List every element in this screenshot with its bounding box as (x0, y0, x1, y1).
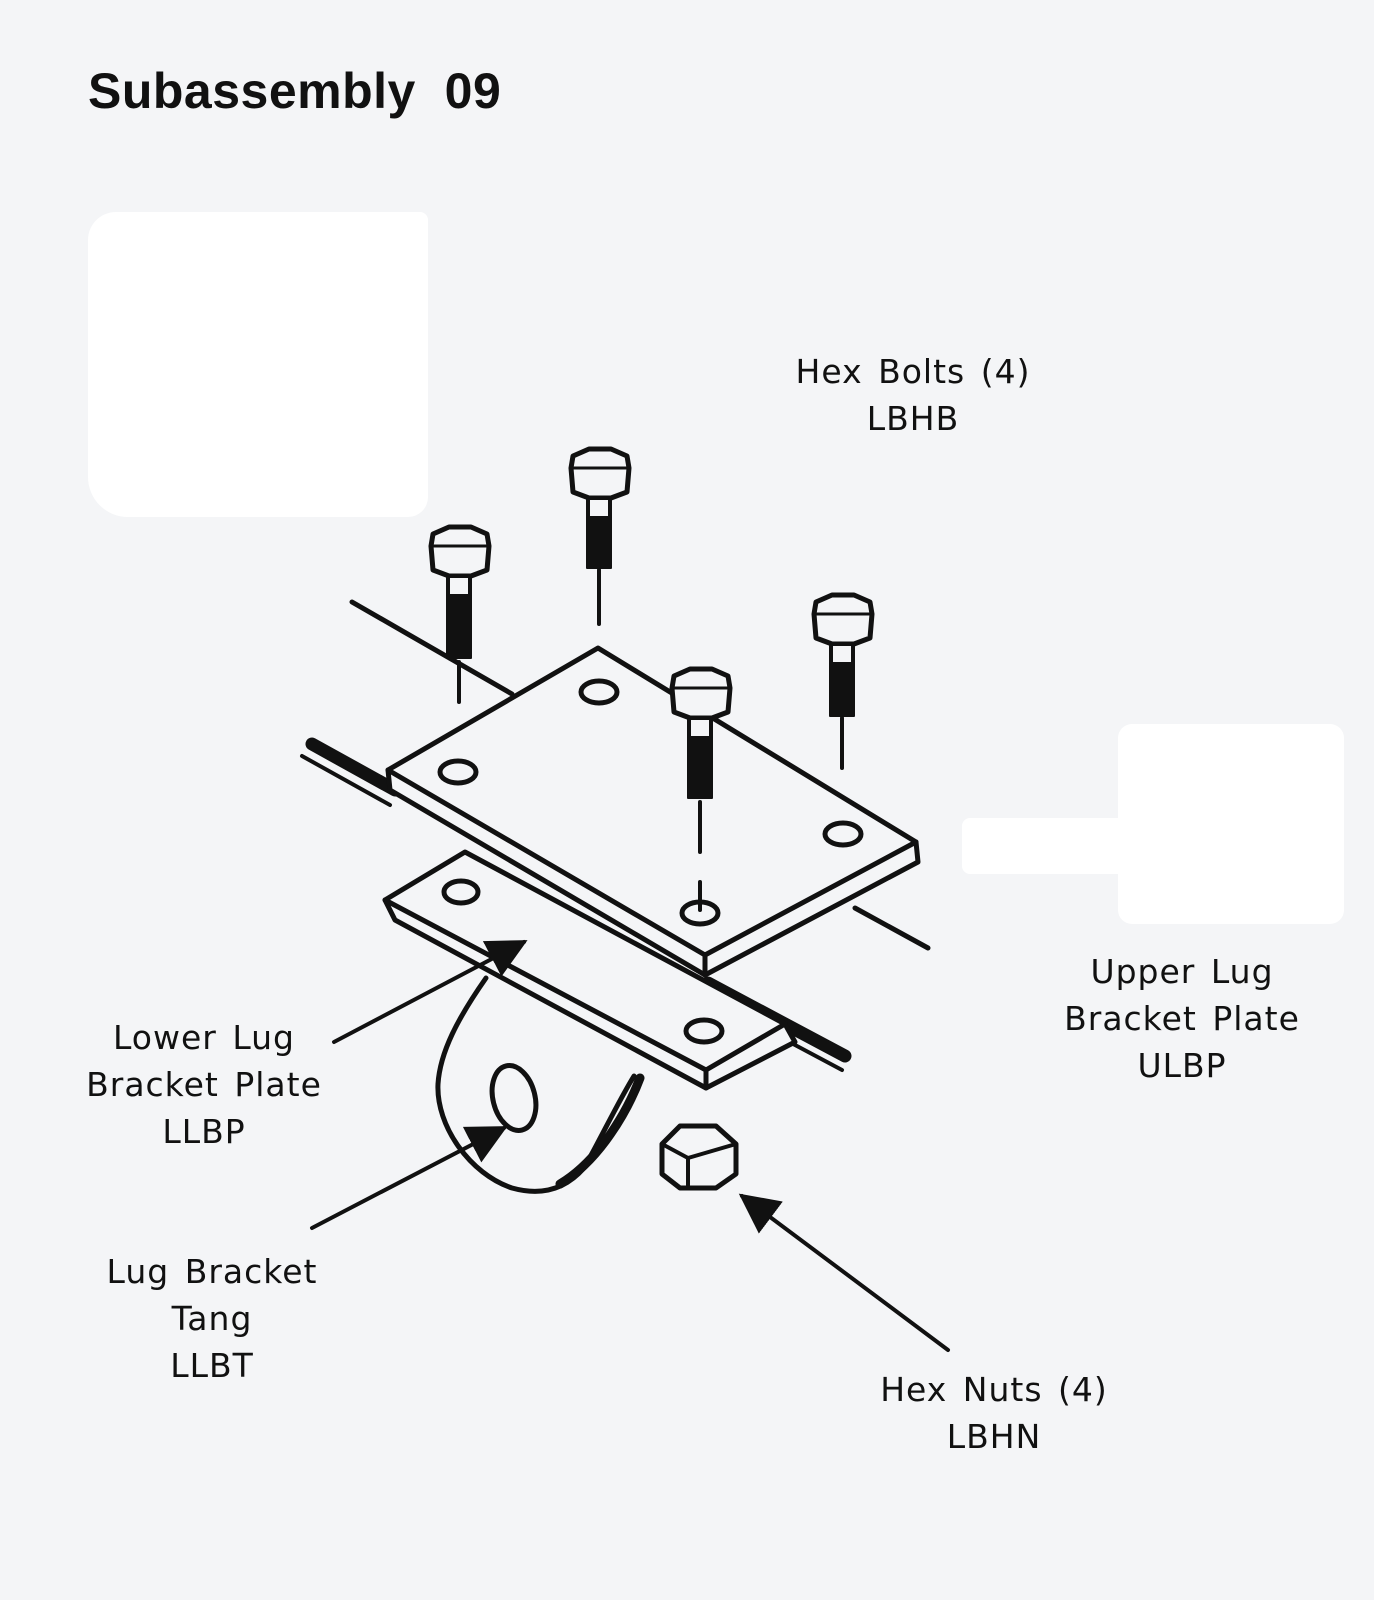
hex-bolts-code: LBHB (866, 399, 960, 438)
hex-nuts-leader-arrow (738, 1193, 950, 1352)
whiteout-patch-right (1118, 724, 1344, 924)
tang-name-line1: Lug Bracket (106, 1252, 318, 1291)
upper-plate-label: Upper Lug Bracket Plate ULBP (1042, 948, 1322, 1089)
upper-plate-name-line2: Bracket Plate (1064, 999, 1300, 1038)
tang-label: Lug Bracket Tang LLBT (82, 1248, 342, 1389)
hex-nuts-code: LBHN (946, 1417, 1042, 1456)
upper-plate-code: ULBP (1137, 1046, 1227, 1085)
page-title: Subassembly 09 (88, 63, 502, 119)
hex-nuts-name: Hex Nuts (4) (880, 1370, 1108, 1409)
hex-bolt (811, 592, 875, 770)
whiteout-patch-right-small (962, 818, 1132, 874)
lower-plate-leader-arrow (332, 940, 528, 1044)
tang-code: LLBT (170, 1346, 254, 1385)
lower-plate-name-line1: Lower Lug (112, 1018, 295, 1057)
lower-plate-name-line2: Bracket Plate (86, 1065, 322, 1104)
hex-bolt (669, 666, 733, 912)
hex-bolts-label: Hex Bolts (4) LBHB (763, 348, 1063, 442)
tang-name-line2: Tang (171, 1299, 253, 1338)
upper-plate-name-line1: Upper Lug (1090, 952, 1274, 991)
tang-leader-arrow (310, 1126, 508, 1230)
hex-bolt (568, 446, 632, 626)
hex-nut (659, 1123, 739, 1191)
upper-rail (349, 599, 931, 951)
whiteout-patch-left (88, 212, 428, 517)
hex-bolts-name: Hex Bolts (4) (795, 352, 1031, 391)
upper-lug-bracket-plate (385, 645, 921, 978)
hex-nuts-label: Hex Nuts (4) LBHN (844, 1366, 1144, 1460)
lower-plate-code: LLBP (162, 1112, 246, 1151)
lower-plate-label: Lower Lug Bracket Plate LLBP (64, 1014, 344, 1155)
hex-bolt (428, 524, 492, 704)
